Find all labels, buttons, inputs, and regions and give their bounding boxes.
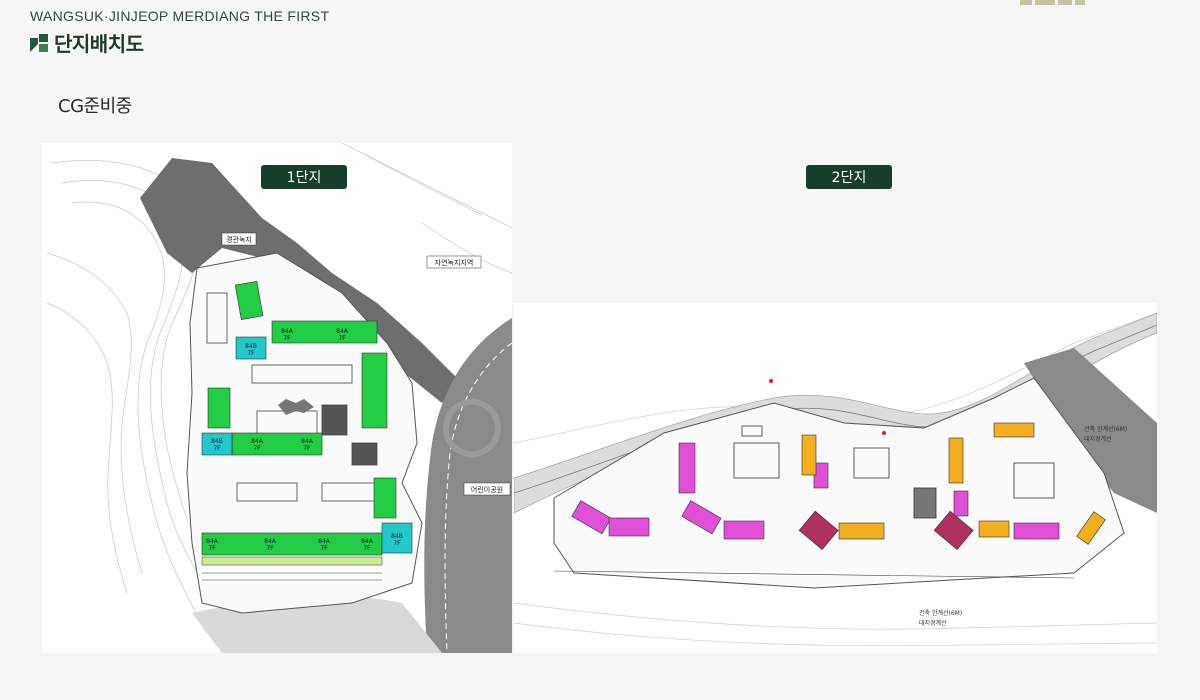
unit-type-label: 84A [281, 328, 294, 335]
building-line-label: 건축 한계선(6M) [1084, 425, 1127, 433]
building-magenta-4 [681, 500, 722, 535]
building-maroon-1 [798, 510, 839, 551]
floor-label: 7F [247, 350, 255, 357]
complex2-badge: 2단지 [806, 165, 892, 189]
scenic-green-label: 경관녹지 [226, 235, 252, 244]
natural-green-label: 자연녹지지역 [435, 258, 474, 267]
unit-type-label: 84B [211, 438, 223, 445]
floor-label: 7F [213, 445, 221, 452]
floor-label: 7F [363, 545, 371, 552]
unit-type-label: 84A [318, 538, 331, 545]
building-bottom-row [201, 532, 383, 556]
site-line-label-bottom: 대지경계선 [919, 619, 947, 627]
building-orange-2 [838, 522, 885, 540]
building-orange-5 [978, 520, 1010, 538]
building-magenta-8 [1013, 522, 1060, 540]
building-magenta-2 [571, 500, 612, 535]
building-top-row [271, 320, 378, 344]
floor-label: 7F [338, 335, 346, 342]
complex1-badge: 1단지 [261, 165, 347, 189]
building-magenta-7 [953, 490, 969, 517]
complex2-drawing: 건축 한계선(6M) 대지경계선 건축 한계선(6M) 대지경계선 [514, 312, 1157, 647]
building-magenta-5 [723, 520, 765, 540]
complex1-drawing: 84A 7F 84A 7F 84B 7F 84B 7F 84A 7F 84A 7… [46, 143, 512, 653]
building-maroon-2 [933, 510, 974, 551]
floor-label: 7F [283, 335, 291, 342]
floor-label: 7F [393, 540, 401, 547]
building-lower-right [373, 477, 397, 519]
building-orange-6 [1076, 511, 1106, 545]
building-84b-mid [201, 432, 233, 456]
building-top-left [234, 281, 264, 320]
unit-type-label: 84A [336, 328, 349, 335]
unit-type-label: 84A [251, 438, 264, 445]
floor-label: 7F [208, 545, 216, 552]
corner-logo [1020, 0, 1090, 6]
site-line-label: 대지경계선 [1084, 435, 1112, 443]
cg-notice: CG준비중 [58, 96, 132, 117]
playground-label: 어린이공원 [471, 485, 503, 494]
unit-type-label: 84A [264, 538, 277, 545]
floor-label: 7F [253, 445, 261, 452]
unit-type-label: 84A [361, 538, 374, 545]
title-row: 단지배치도 [30, 28, 144, 57]
page-title: 단지배치도 [54, 32, 144, 56]
building-orange-4 [993, 422, 1035, 438]
complex1-site-plan: 84A 7F 84A 7F 84B 7F 84B 7F 84A 7F 84A 7… [42, 143, 512, 653]
floor-label: 7F [303, 445, 311, 452]
brand-name: WANGSUK·JINJEOP MERDIANG THE FIRST [30, 8, 330, 24]
complex2-site-plan: 건축 한계선(6M) 대지경계선 건축 한계선(6M) 대지경계선 [514, 303, 1157, 653]
unit-type-label: 84A [301, 438, 314, 445]
building-orange-3 [948, 437, 964, 484]
building-magenta-1 [678, 442, 696, 494]
building-orange-1 [801, 434, 817, 476]
unit-type-label: 84A [206, 538, 219, 545]
building-84b-top [235, 336, 267, 360]
unit-type-label: 84B [391, 533, 403, 540]
unit-type-label: 84B [245, 343, 257, 350]
brand-logo-icon [30, 33, 48, 52]
building-right-column [361, 352, 388, 429]
floor-label: 7F [266, 545, 274, 552]
building-mid-left [207, 387, 231, 429]
floor-label: 7F [320, 545, 328, 552]
building-line-label-bottom: 건축 한계선(6M) [919, 609, 962, 617]
building-magenta-3 [608, 517, 650, 537]
building-magenta-6 [813, 462, 829, 489]
building-84b-bottom [381, 522, 413, 554]
